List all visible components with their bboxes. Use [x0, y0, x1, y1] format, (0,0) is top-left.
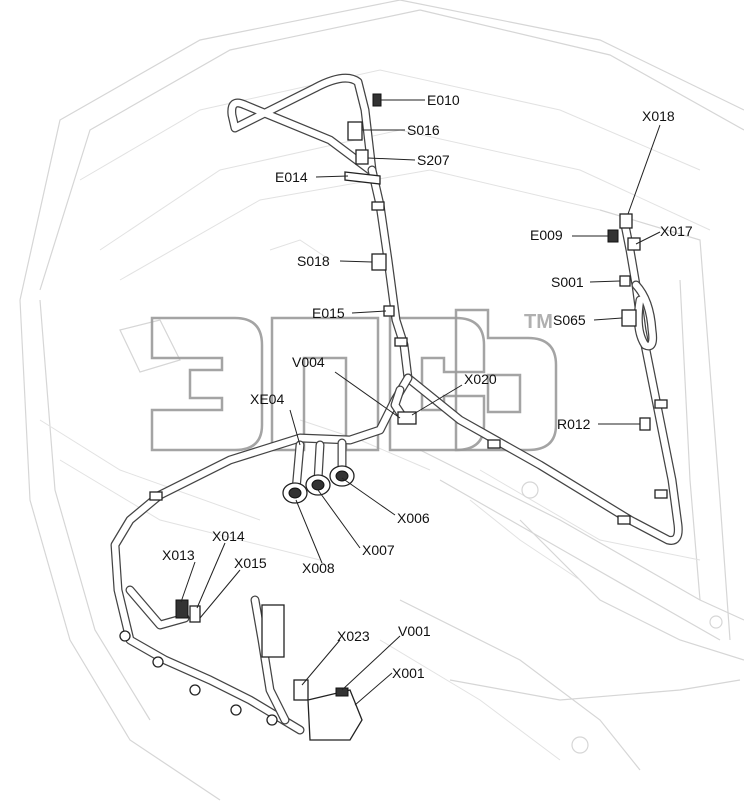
label-r012: R012 — [557, 416, 591, 432]
connector-e009 — [607, 229, 619, 243]
label-x013: X013 — [162, 547, 195, 563]
label-x006: X006 — [397, 510, 430, 526]
label-v001: V001 — [398, 623, 431, 639]
label-x023: X023 — [337, 628, 370, 644]
label-s001: S001 — [551, 274, 584, 290]
connector-x008 — [282, 482, 308, 504]
cab-outline-background — [19, 0, 744, 801]
label-x007: X007 — [362, 542, 395, 558]
label-e009: E009 — [530, 227, 563, 243]
connector-s018 — [371, 253, 387, 271]
connector-e010 — [372, 93, 382, 107]
label-x014: X014 — [212, 528, 245, 544]
connector-x023 — [293, 679, 309, 701]
label-x020: X020 — [464, 371, 497, 387]
connector-v001 — [335, 687, 349, 697]
label-s018: S018 — [297, 253, 330, 269]
label-e010: E010 — [427, 92, 460, 108]
connector-s065 — [621, 309, 637, 327]
label-e015: E015 — [312, 305, 345, 321]
connector-r012 — [639, 417, 651, 431]
watermark-logo: TM — [150, 308, 558, 452]
leader-lines — [180, 99, 661, 706]
connector-x014 — [189, 605, 201, 623]
label-x018: X018 — [642, 108, 675, 124]
connector-e014 — [344, 171, 381, 185]
label-x017: X017 — [660, 223, 693, 239]
connector-x018 — [619, 213, 633, 229]
connector-x017 — [627, 237, 641, 251]
label-v004: V004 — [292, 354, 325, 370]
label-e014: E014 — [275, 169, 308, 185]
connector-x007 — [305, 474, 331, 496]
connector-x001 — [307, 689, 363, 741]
connector-x015 — [261, 604, 285, 658]
connector-s001 — [619, 275, 631, 287]
label-xe04: XE04 — [250, 391, 284, 407]
connector-x006 — [329, 465, 355, 487]
label-s065: S065 — [553, 312, 586, 328]
connector-x020 — [397, 411, 417, 425]
connector-s016 — [347, 121, 363, 141]
connectors — [119, 93, 668, 741]
label-x008: X008 — [302, 560, 335, 576]
label-s207: S207 — [417, 152, 450, 168]
label-x015: X015 — [234, 555, 267, 571]
trademark-mark: TM — [524, 311, 553, 333]
connector-s207 — [355, 149, 369, 165]
connector-x013 — [175, 599, 189, 619]
label-x001: X001 — [392, 665, 425, 681]
wiring-harness — [110, 73, 683, 735]
callout-labels: E010 S016 S207 E014 S018 E015 V004 X020 … — [162, 92, 693, 681]
label-s016: S016 — [407, 122, 440, 138]
